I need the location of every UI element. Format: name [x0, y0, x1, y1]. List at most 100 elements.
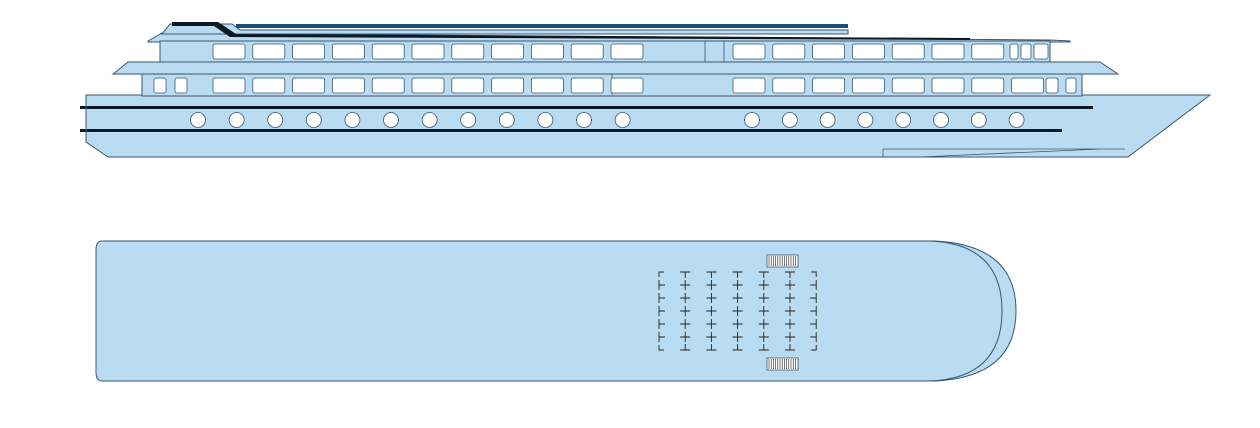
staircase-steps	[768, 256, 796, 369]
cabin-window	[610, 77, 644, 94]
seat-marker	[706, 293, 717, 303]
sun-deck-accent	[172, 22, 970, 40]
cabin-window	[812, 77, 845, 94]
hull-stripe-upper	[80, 106, 1093, 109]
seat-marker	[758, 344, 769, 351]
seat-marker	[680, 319, 691, 329]
cabin-window	[451, 43, 485, 60]
cabin-window	[531, 43, 564, 60]
middle-deck-windows	[212, 77, 1044, 94]
seat-marker	[758, 306, 769, 316]
cabin-window	[451, 77, 485, 94]
porthole	[857, 112, 874, 128]
cabin-window	[252, 43, 286, 60]
top-deck	[95, 240, 1003, 382]
cabin-window	[212, 43, 246, 60]
porthole	[781, 112, 798, 128]
cabin-window	[971, 77, 1005, 94]
seat-marker	[658, 319, 665, 329]
cabin-window	[971, 43, 1005, 60]
small-window	[1065, 77, 1077, 94]
porthole	[267, 112, 284, 128]
porthole	[421, 112, 438, 128]
ship-side-view	[80, 22, 1212, 158]
seat-marker	[785, 293, 795, 303]
cabin-window	[371, 77, 405, 94]
cabin-window	[812, 43, 845, 60]
seat-marker	[810, 332, 817, 342]
seat-marker	[680, 344, 691, 351]
cabin-window	[331, 77, 365, 94]
seat-marker	[811, 345, 817, 351]
seat-marker	[785, 271, 795, 278]
cabin-window	[931, 43, 965, 60]
seat-marker	[785, 344, 795, 351]
cabin-window	[772, 77, 806, 94]
middle-deck-roof	[111, 61, 1120, 75]
seat-marker	[680, 332, 691, 342]
seat-marker	[758, 319, 769, 329]
porthole	[383, 112, 399, 128]
cabin-window	[292, 77, 326, 94]
seat-marker	[706, 319, 717, 329]
hull-stripe-lower	[80, 129, 1062, 132]
cabin-window	[331, 43, 365, 60]
cabin-window	[371, 43, 405, 60]
cabin-window	[732, 43, 766, 60]
seating-grid	[658, 271, 817, 351]
porthole	[1008, 112, 1025, 128]
cabin-window	[292, 43, 326, 60]
porthole	[744, 112, 760, 128]
seat-marker	[658, 306, 665, 316]
seat-marker	[658, 280, 665, 290]
cabin-window	[891, 77, 925, 94]
seat-marker	[785, 280, 795, 290]
porthole	[305, 112, 322, 128]
seat-marker	[785, 306, 795, 316]
cabin-window	[491, 43, 525, 60]
porthole	[933, 112, 949, 128]
seat-marker	[732, 293, 743, 303]
seat-marker	[680, 280, 691, 290]
cabin-window	[772, 43, 806, 60]
ship-top-view	[95, 240, 1017, 382]
seat-marker	[706, 332, 717, 342]
cabin-window	[212, 77, 246, 94]
porthole	[895, 112, 912, 128]
seat-marker	[680, 306, 691, 316]
seat-marker	[785, 319, 795, 329]
seat-marker	[810, 306, 817, 316]
cabin-window	[732, 77, 766, 94]
seat-marker	[811, 271, 817, 277]
porthole	[460, 112, 477, 128]
seat-marker	[658, 345, 664, 351]
seat-marker	[658, 332, 665, 342]
seat-marker	[758, 293, 769, 303]
seat-marker	[810, 280, 817, 290]
small-window	[174, 77, 188, 94]
seat-marker	[658, 271, 664, 277]
seat-marker	[680, 293, 691, 303]
seat-marker	[732, 344, 743, 351]
cabin-window	[610, 43, 644, 60]
seat-marker	[706, 271, 717, 278]
seat-marker	[785, 332, 795, 342]
small-window	[1045, 77, 1059, 94]
cabin-window	[570, 43, 604, 60]
cabin-window	[570, 77, 604, 94]
portholes	[190, 112, 1025, 128]
seat-marker	[658, 293, 665, 303]
porthole	[819, 112, 836, 128]
cabin-window	[531, 77, 564, 94]
small-window	[1009, 43, 1019, 60]
seat-marker	[706, 306, 717, 316]
seat-marker	[758, 280, 769, 290]
porthole	[344, 112, 361, 128]
hull	[85, 94, 1212, 158]
cabin-window	[931, 77, 965, 94]
cabin-window	[252, 77, 286, 94]
small-window	[1020, 43, 1032, 60]
cabin-window	[411, 77, 445, 94]
seat-marker	[810, 293, 817, 303]
